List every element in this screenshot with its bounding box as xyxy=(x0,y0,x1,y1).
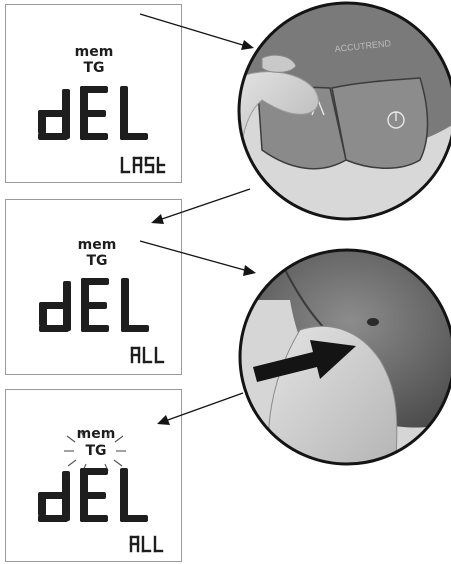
arrow-head-icon xyxy=(243,265,256,276)
tg-label: TG xyxy=(83,60,104,76)
display-panel-1: mem TG xyxy=(6,5,182,183)
mem-label: mem xyxy=(75,44,114,60)
display-panel-3: mem TG xyxy=(6,390,182,562)
device-closeup-buttons: ACCUTREND xyxy=(230,0,451,230)
device-closeup-slot xyxy=(240,250,451,470)
arrow-head-icon xyxy=(241,40,254,50)
display-panel-2: mem TG xyxy=(6,200,182,375)
tg-label: TG xyxy=(85,443,106,459)
power-button xyxy=(332,78,428,168)
mem-label: mem xyxy=(78,237,117,253)
tg-label: TG xyxy=(86,253,107,269)
slot-icon xyxy=(367,318,379,326)
